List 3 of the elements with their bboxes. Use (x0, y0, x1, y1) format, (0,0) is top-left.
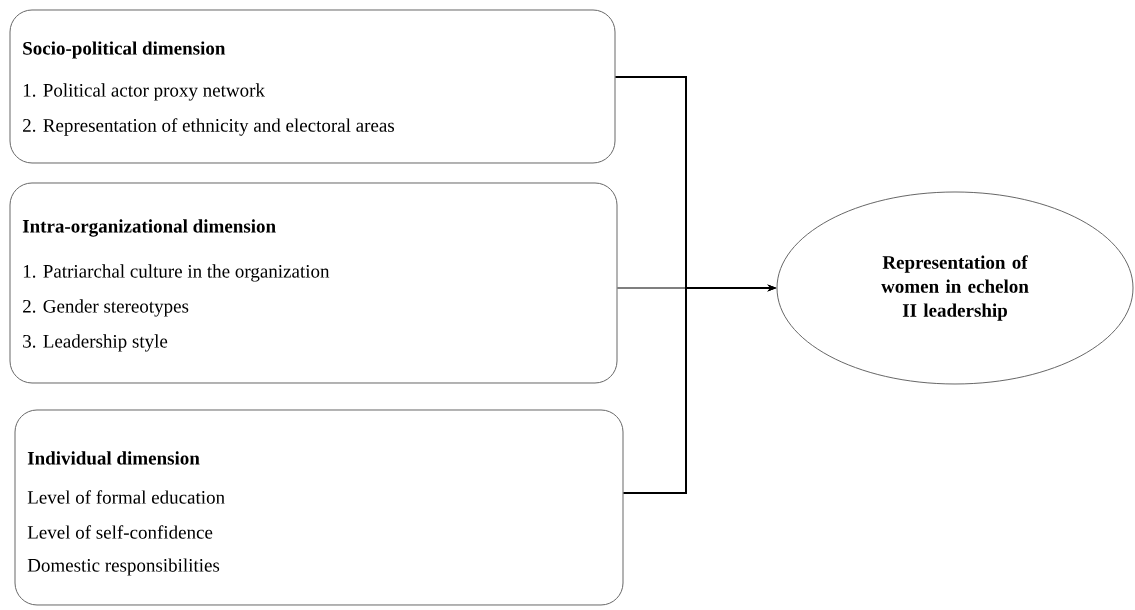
dimension-box: Individual dimension Level of formal education Level of self-confidence Domestic responsibilities (14, 409, 624, 606)
dimension-box: Socio-political dimension 1. Political actor proxy network 2. Representation of ethnicity and electoral areas (9, 9, 616, 164)
dimension-box: Intra-organizational dimension 1. Patriarchal culture in the organization 2. Gender stereotypes 3. Leadership style (9, 182, 618, 384)
